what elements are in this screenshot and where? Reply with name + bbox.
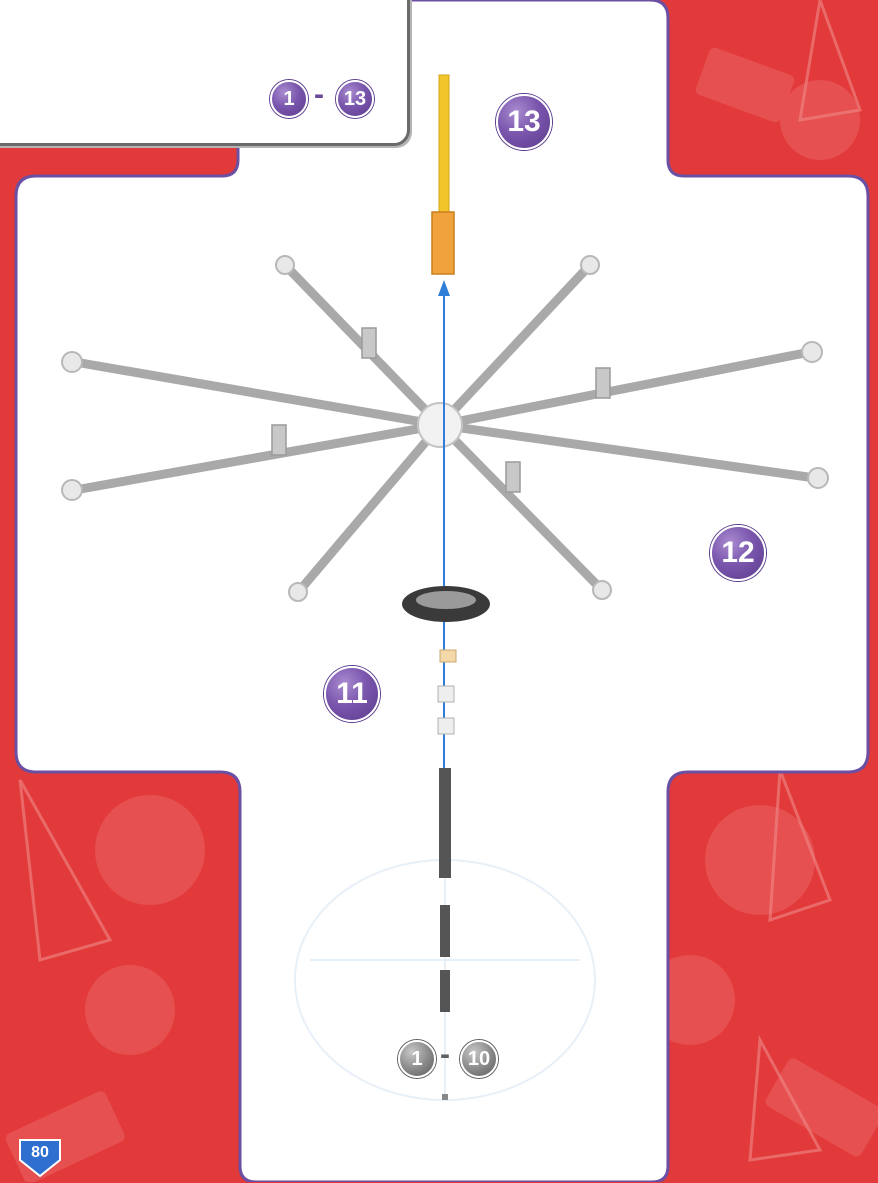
step-12-badge: 12	[710, 525, 766, 581]
page-number-badge: 80	[18, 1138, 62, 1178]
dark-rod	[440, 905, 450, 957]
yellow-rod	[439, 75, 449, 215]
center-hub	[418, 403, 462, 447]
inset-panel	[0, 0, 410, 146]
spacer	[438, 718, 454, 734]
inset-step-start-badge: 1	[270, 80, 308, 118]
dark-rod	[439, 768, 451, 878]
orange-connector	[432, 212, 454, 274]
base-step-end-badge: 10	[460, 1040, 498, 1078]
step-11-badge: 11	[324, 666, 380, 722]
page-number: 80	[18, 1144, 62, 1162]
inset-step-end-badge: 13	[336, 80, 374, 118]
base-step-start-badge: 1	[398, 1040, 436, 1078]
dark-rod	[440, 970, 450, 1012]
step-13-badge: 13	[496, 94, 552, 150]
small-peg	[442, 1094, 448, 1100]
tan-connector	[440, 650, 456, 662]
inset-range-dash: -	[314, 78, 324, 112]
base-range-dash: -	[440, 1038, 450, 1072]
spacer	[438, 686, 454, 702]
